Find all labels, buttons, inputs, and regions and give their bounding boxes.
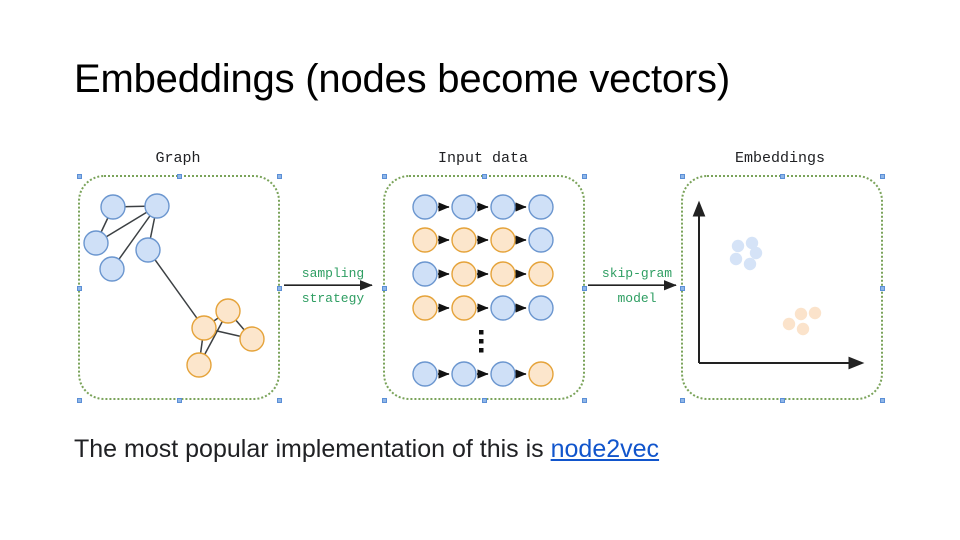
walk-node[interactable] bbox=[528, 227, 554, 253]
embedding-point bbox=[729, 252, 743, 266]
walk-node[interactable] bbox=[490, 361, 516, 387]
selection-handle[interactable] bbox=[177, 174, 182, 179]
walk-node[interactable] bbox=[451, 194, 477, 220]
selection-handle[interactable] bbox=[582, 286, 587, 291]
panel-input-data[interactable] bbox=[382, 174, 587, 403]
embedding-point bbox=[731, 239, 745, 253]
embedding-point bbox=[749, 246, 763, 260]
walk-node[interactable] bbox=[451, 261, 477, 287]
panel-embeddings[interactable] bbox=[680, 174, 885, 403]
walk-row bbox=[412, 295, 554, 321]
embedding-point bbox=[796, 322, 810, 336]
graph-node[interactable] bbox=[144, 193, 170, 219]
walk-node[interactable] bbox=[412, 261, 438, 287]
panel-graph[interactable] bbox=[77, 174, 282, 403]
graph-node[interactable] bbox=[186, 352, 212, 378]
arrow-skip-gram-model bbox=[588, 280, 677, 291]
embedding-point bbox=[808, 306, 822, 320]
graph-node[interactable] bbox=[215, 298, 241, 324]
walk-row bbox=[412, 227, 554, 253]
selection-handle[interactable] bbox=[382, 286, 387, 291]
ellipsis-icon bbox=[479, 330, 484, 353]
embedding-point bbox=[794, 307, 808, 321]
selection-handle[interactable] bbox=[77, 286, 82, 291]
walk-node[interactable] bbox=[451, 295, 477, 321]
graph-node[interactable] bbox=[239, 326, 265, 352]
walk-node[interactable] bbox=[412, 227, 438, 253]
graph-node[interactable] bbox=[100, 194, 126, 220]
walk-row bbox=[412, 194, 554, 220]
selection-handle[interactable] bbox=[177, 398, 182, 403]
selection-handle[interactable] bbox=[482, 398, 487, 403]
selection-handle[interactable] bbox=[382, 398, 387, 403]
selection-handle[interactable] bbox=[582, 398, 587, 403]
graph-nodes bbox=[83, 193, 265, 378]
walk-node[interactable] bbox=[528, 261, 554, 287]
selection-handle[interactable] bbox=[880, 398, 885, 403]
arrow-sampling-strategy bbox=[284, 280, 373, 291]
walk-node[interactable] bbox=[490, 295, 516, 321]
selection-handle[interactable] bbox=[780, 174, 785, 179]
panel-label-embeddings: Embeddings bbox=[734, 150, 825, 167]
embedding-point bbox=[745, 236, 759, 250]
embedding-point bbox=[743, 257, 757, 271]
walk-node[interactable] bbox=[528, 361, 554, 387]
selection-handle[interactable] bbox=[680, 286, 685, 291]
connector-label-skip-gram: skip-gram bbox=[601, 266, 673, 281]
panel-label-graph: Graph bbox=[155, 150, 201, 167]
selection-handle[interactable] bbox=[880, 174, 885, 179]
selection-handle[interactable] bbox=[880, 286, 885, 291]
selection-handle[interactable] bbox=[780, 398, 785, 403]
caption-text: The most popular implementation of this … bbox=[74, 435, 551, 463]
graph-node[interactable] bbox=[99, 256, 125, 282]
walk-node[interactable] bbox=[528, 295, 554, 321]
page-title: Embeddings (nodes become vectors) bbox=[74, 57, 730, 101]
walk-node[interactable] bbox=[490, 261, 516, 287]
graph-node[interactable] bbox=[191, 315, 217, 341]
walk-node[interactable] bbox=[451, 361, 477, 387]
selection-handle[interactable] bbox=[680, 174, 685, 179]
selection-handle[interactable] bbox=[582, 174, 587, 179]
selection-handle[interactable] bbox=[277, 286, 282, 291]
connector-label-strategy: strategy bbox=[301, 291, 365, 306]
selection-handle[interactable] bbox=[277, 398, 282, 403]
walk-row bbox=[412, 361, 554, 387]
selection-handle[interactable] bbox=[277, 174, 282, 179]
connector-label-sampling: sampling bbox=[301, 266, 365, 281]
graph-edge bbox=[111, 205, 158, 270]
walk-node[interactable] bbox=[490, 194, 516, 220]
selection-handle[interactable] bbox=[680, 398, 685, 403]
selection-handle[interactable] bbox=[77, 398, 82, 403]
selection-handle[interactable] bbox=[77, 174, 82, 179]
panel-label-input-data: Input data bbox=[437, 150, 528, 167]
walk-node[interactable] bbox=[490, 227, 516, 253]
graph-node[interactable] bbox=[83, 230, 109, 256]
selection-handle[interactable] bbox=[482, 174, 487, 179]
walk-node[interactable] bbox=[451, 227, 477, 253]
walk-node[interactable] bbox=[412, 361, 438, 387]
node2vec-link[interactable]: node2vec bbox=[550, 435, 660, 463]
selection-handle[interactable] bbox=[382, 174, 387, 179]
embedding-point bbox=[782, 317, 796, 331]
graph-node[interactable] bbox=[135, 237, 161, 263]
graph-edge bbox=[147, 249, 205, 329]
walk-node[interactable] bbox=[412, 194, 438, 220]
connector-label-model: model bbox=[617, 291, 657, 306]
walk-node[interactable] bbox=[528, 194, 554, 220]
caption: The most popular implementation of this … bbox=[74, 430, 659, 468]
walk-row bbox=[412, 261, 554, 287]
walk-node[interactable] bbox=[412, 295, 438, 321]
